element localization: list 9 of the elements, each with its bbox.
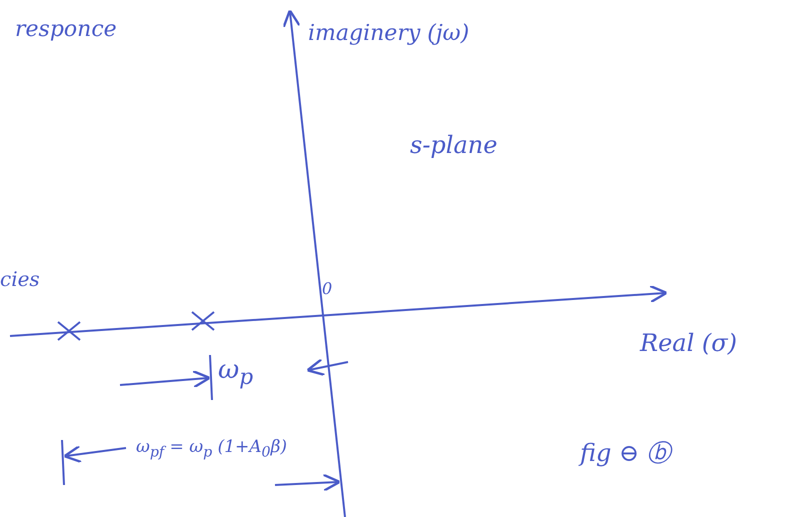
formula-text: ω$_{pf}$ = ω$_{p}$ (1+A$_{0}$β) — [136, 438, 288, 461]
origin-label: 0 — [322, 280, 332, 298]
plane-label: s-plane — [410, 132, 498, 158]
note-text: cies — [0, 268, 40, 290]
figure-caption: fig ⊖ ⓑ — [580, 440, 671, 466]
note-text: responce — [15, 18, 117, 42]
axis-label: Real (σ) — [640, 330, 737, 356]
axis-label: imaginery (jω) — [308, 22, 470, 46]
formula-text: ω$_{p}$ — [218, 356, 254, 390]
